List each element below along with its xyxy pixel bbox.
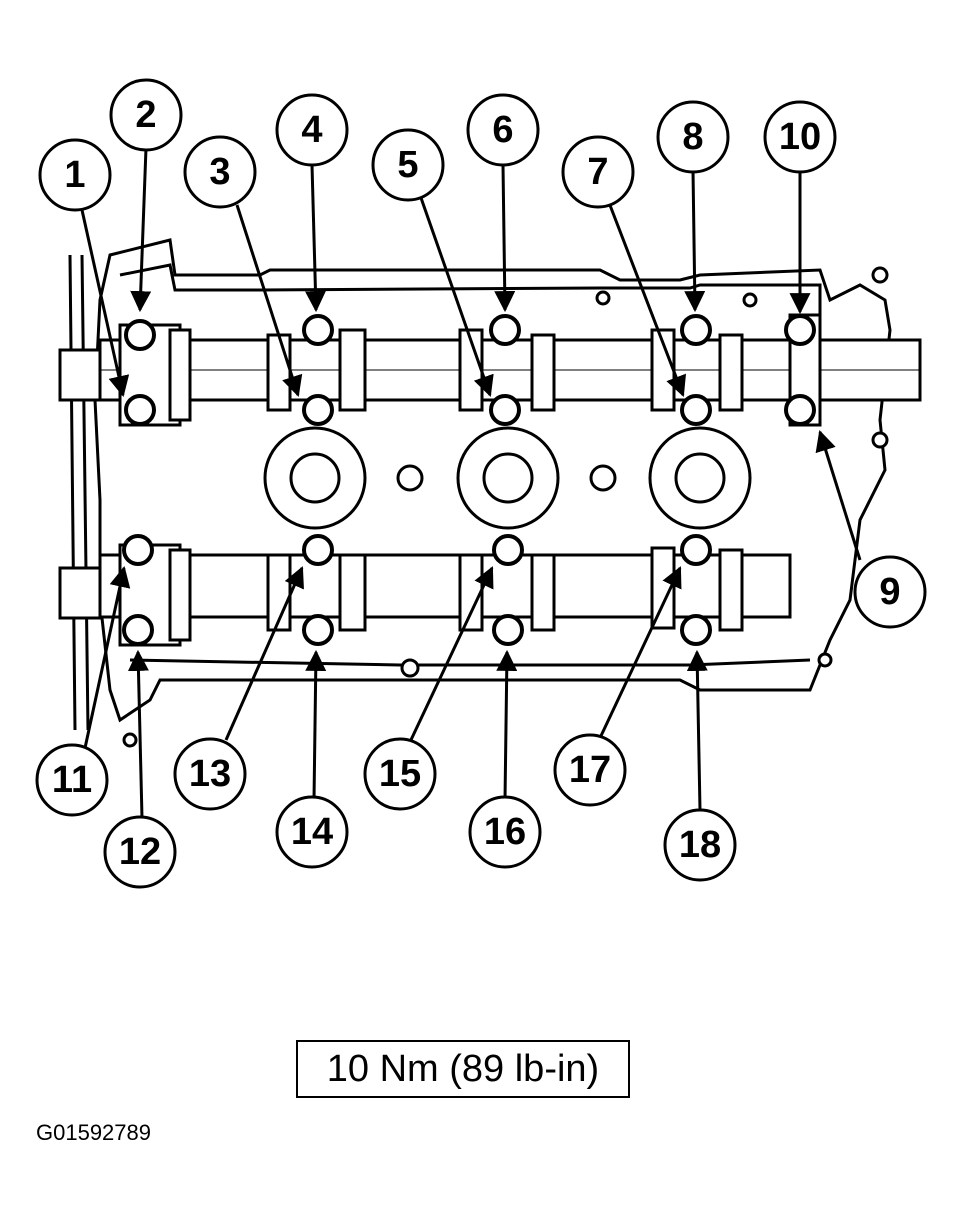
bolt: [680, 314, 712, 346]
callout-6: 6: [466, 93, 540, 167]
bolt: [124, 394, 156, 426]
callout-7: 7: [561, 135, 635, 209]
svg-text:10: 10: [779, 116, 821, 158]
callout-15: 15: [363, 737, 437, 811]
svg-text:9: 9: [879, 571, 900, 613]
svg-text:15: 15: [379, 753, 421, 795]
cylinder-head-outline: [68, 238, 892, 731]
svg-text:14: 14: [291, 811, 333, 853]
callout-10: 10: [763, 100, 837, 174]
torque-spec-label: 10 Nm (89 lb-in): [296, 1040, 630, 1098]
figure-id: G01592789: [36, 1120, 151, 1145]
callouts: 1 2 3 4 5 6 7 8 9 10 11 12 13 14 15 16 1…: [35, 78, 927, 889]
callout-4: 4: [275, 93, 349, 167]
bolt: [302, 534, 334, 566]
svg-text:1: 1: [64, 154, 85, 196]
bolt: [122, 614, 154, 646]
callout-16: 16: [468, 795, 542, 869]
callout-11: 11: [35, 743, 109, 817]
callout-9: 9: [853, 555, 927, 629]
bolt: [489, 394, 521, 426]
svg-text:7: 7: [587, 151, 608, 193]
callout-3: 3: [183, 135, 257, 209]
bolt: [302, 394, 334, 426]
svg-text:2: 2: [135, 94, 156, 136]
bolt: [784, 314, 816, 346]
bolt: [489, 314, 521, 346]
svg-text:13: 13: [189, 753, 231, 795]
callout-5: 5: [371, 128, 445, 202]
callout-2: 2: [109, 78, 183, 152]
svg-text:11: 11: [52, 759, 92, 801]
callout-17: 17: [553, 733, 627, 807]
bolts: [122, 314, 816, 646]
callout-8: 8: [656, 100, 730, 174]
bolt: [492, 614, 524, 646]
svg-text:12: 12: [119, 831, 161, 873]
callout-12: 12: [103, 815, 177, 889]
svg-text:16: 16: [484, 811, 526, 853]
svg-text:5: 5: [397, 144, 418, 186]
bolt: [302, 314, 334, 346]
callout-13: 13: [173, 737, 247, 811]
svg-text:6: 6: [492, 109, 513, 151]
bolt: [492, 534, 524, 566]
bolt: [122, 534, 154, 566]
bolt: [784, 394, 816, 426]
svg-text:3: 3: [209, 151, 230, 193]
svg-text:8: 8: [682, 116, 703, 158]
callout-18: 18: [663, 808, 737, 882]
bolt: [680, 534, 712, 566]
svg-text:18: 18: [679, 824, 721, 866]
callout-14: 14: [275, 795, 349, 869]
bolt: [680, 394, 712, 426]
callout-1: 1: [38, 138, 112, 212]
svg-text:4: 4: [301, 109, 322, 151]
bolt: [124, 319, 156, 351]
bolt: [680, 614, 712, 646]
svg-text:17: 17: [569, 749, 611, 791]
spark-plug-bosses: [122, 266, 889, 748]
leader-arrows: [80, 147, 862, 819]
bolt: [302, 614, 334, 646]
